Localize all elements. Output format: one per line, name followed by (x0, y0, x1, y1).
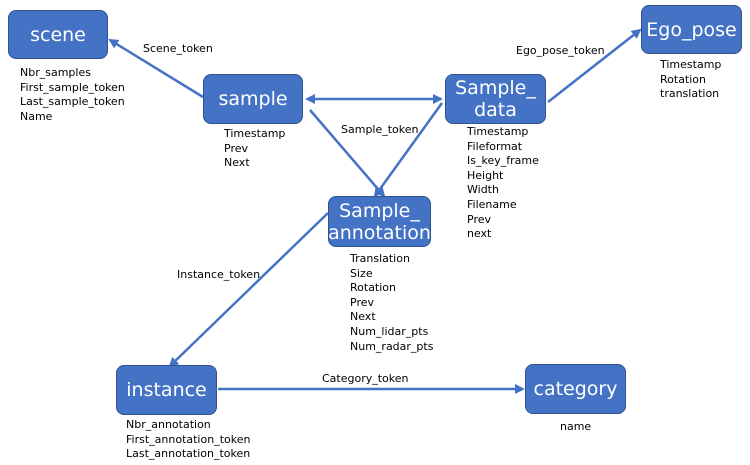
attribute: Height (467, 168, 504, 182)
node-instance-label: instance (126, 379, 207, 401)
node-sample-attributes: Timestamp Prev Next (224, 127, 285, 171)
attribute: Prev (467, 212, 491, 226)
attribute: Next (350, 310, 376, 324)
attribute: Nbr_samples (20, 66, 91, 79)
attribute: First_annotation_token (126, 432, 251, 446)
attribute: Last_annotation_token (126, 447, 251, 461)
attribute: Timestamp (224, 127, 286, 140)
attribute: Prev (350, 295, 374, 309)
attribute: Fileformat (467, 139, 523, 153)
edge-label-ego-pose-token: Ego_pose_token (516, 44, 605, 57)
edge-sample-to-scene (108, 38, 204, 99)
node-sample-annotation-label: Sample_ annotation (328, 199, 431, 244)
attribute: Num_radar_pts (350, 339, 434, 353)
attribute: First_sample_token (20, 80, 125, 94)
attribute: next (467, 227, 492, 241)
attribute: Next (224, 156, 250, 170)
attribute: Translation (350, 252, 410, 265)
node-category-label: category (533, 378, 618, 400)
attribute: Is_key_frame (467, 154, 539, 168)
attribute: Filename (467, 197, 517, 211)
attribute: Num_lidar_pts (350, 324, 429, 338)
attribute: name (560, 420, 592, 433)
node-sample-annotation-attributes: Translation Size Rotation Prev Next Num_… (350, 252, 433, 354)
node-ego-pose-attributes: Timestamp Rotation translation (660, 58, 721, 102)
edge-label-scene-token: Scene_token (143, 42, 213, 55)
attribute: Nbr_annotation (126, 418, 211, 431)
attribute: Prev (224, 141, 248, 155)
node-sample-data-attributes: Timestamp Fileformat Is_key_frame Height… (467, 125, 539, 242)
node-category: category (525, 364, 626, 414)
edge-sample-data-to-annotation (373, 102, 444, 198)
node-sample-label: sample (218, 88, 288, 110)
edge-annotation-to-instance (168, 212, 329, 368)
node-sample: sample (203, 74, 303, 124)
attribute: Size (350, 266, 373, 280)
edge-sample-data-to-ego-pose (547, 28, 642, 103)
node-sample-data: Sample_ data (445, 74, 546, 124)
node-category-attributes: name (560, 420, 591, 435)
edge-label-instance-token: Instance_token (177, 268, 261, 281)
node-ego-pose-label: Ego_pose (646, 18, 737, 41)
node-instance: instance (116, 365, 217, 415)
attribute: Timestamp (467, 125, 529, 138)
node-scene-label: scene (30, 23, 86, 46)
attribute: Rotation (350, 281, 397, 295)
node-scene: scene (8, 10, 108, 59)
attribute: Name (20, 109, 53, 123)
node-scene-attributes: Nbr_samples First_sample_token Last_samp… (20, 66, 125, 124)
edge-label-sample-token: Sample_token (341, 123, 419, 136)
attribute: Last_sample_token (20, 95, 125, 109)
attribute: Timestamp (660, 58, 722, 71)
edge-sample-to-annotation (309, 109, 386, 198)
attribute: translation (660, 87, 720, 101)
attribute: Width (467, 183, 499, 197)
edge-label-category-token: Category_token (322, 372, 409, 385)
node-instance-attributes: Nbr_annotation First_annotation_token La… (126, 418, 250, 462)
node-sample-annotation: Sample_ annotation (328, 196, 431, 247)
attribute: Rotation (660, 72, 707, 86)
node-sample-data-label: Sample_ data (455, 77, 536, 121)
node-ego-pose: Ego_pose (641, 5, 742, 54)
